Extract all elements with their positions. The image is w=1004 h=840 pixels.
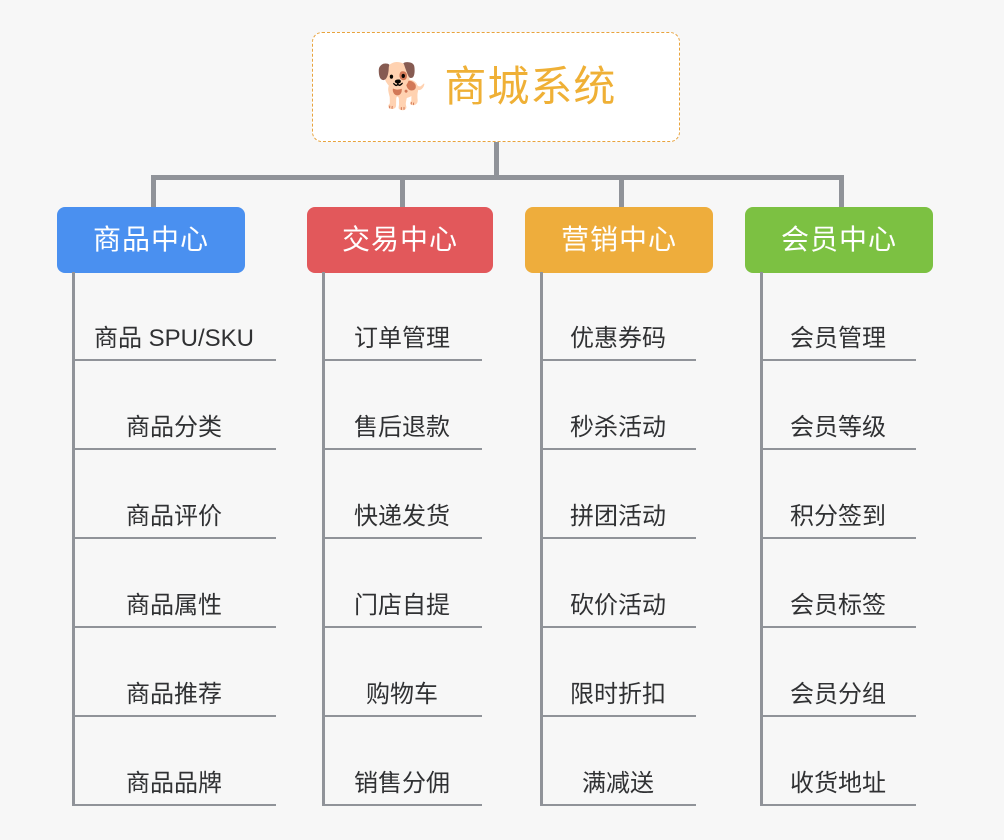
leaf-item-label: 售后退款 [354, 414, 450, 442]
category-label: 会员中心 [780, 224, 897, 255]
leaf-item[interactable]: 会员管理 [760, 272, 916, 361]
leaf-item[interactable]: 商品 SPU/SKU [72, 272, 276, 361]
category-box-4[interactable]: 会员中心 [745, 207, 933, 273]
branch-distribution-bar [151, 175, 844, 180]
leaf-item[interactable]: 优惠券码 [540, 272, 696, 361]
leaf-item[interactable]: 售后退款 [322, 361, 482, 450]
leaf-item-label: 订单管理 [354, 325, 450, 353]
leaf-item-label: 商品评价 [126, 503, 222, 531]
leaf-item-label: 快递发货 [354, 503, 450, 531]
root-title: 商城系统 [444, 63, 617, 110]
category-box-1[interactable]: 商品中心 [57, 207, 245, 273]
leaf-item[interactable]: 商品分类 [72, 361, 276, 450]
leaf-item-label: 商品品牌 [126, 770, 222, 798]
branch-drop-connector-1 [151, 175, 156, 207]
leaf-item[interactable]: 会员分组 [760, 628, 916, 717]
category-label: 交易中心 [341, 224, 458, 255]
category-box-2[interactable]: 交易中心 [307, 207, 493, 273]
leaf-item-label: 满减送 [582, 770, 654, 798]
leaf-item-label: 购物车 [366, 681, 438, 709]
leaf-item-label: 门店自提 [354, 592, 450, 620]
leaf-item[interactable]: 商品评价 [72, 450, 276, 539]
leaf-item-label: 商品分类 [126, 414, 222, 442]
category-box-3[interactable]: 营销中心 [525, 207, 713, 273]
leaf-item[interactable]: 会员等级 [760, 361, 916, 450]
leaf-column-4: 会员管理会员等级积分签到会员标签会员分组收货地址 [760, 272, 916, 806]
leaf-item-label: 商品 SPU/SKU [93, 325, 255, 353]
category-label: 商品中心 [92, 224, 209, 255]
leaf-item-label: 会员等级 [790, 414, 886, 442]
leaf-item[interactable]: 积分签到 [760, 450, 916, 539]
root-stem-connector [494, 142, 499, 180]
leaf-item[interactable]: 购物车 [322, 628, 482, 717]
leaf-item-label: 会员分组 [790, 681, 886, 709]
leaf-item-label: 会员标签 [790, 592, 886, 620]
leaf-item[interactable]: 订单管理 [322, 272, 482, 361]
leaf-item[interactable]: 收货地址 [760, 717, 916, 806]
leaf-item-label: 销售分佣 [354, 770, 450, 798]
leaf-item[interactable]: 限时折扣 [540, 628, 696, 717]
leaf-spine-connector [322, 272, 325, 806]
leaf-item-label: 砍价活动 [570, 592, 666, 620]
leaf-item-label: 收货地址 [790, 770, 886, 798]
leaf-item-label: 商品推荐 [126, 681, 222, 709]
leaf-item[interactable]: 商品品牌 [72, 717, 276, 806]
leaf-item-label: 限时折扣 [570, 681, 666, 709]
leaf-spine-connector [540, 272, 543, 806]
leaf-item[interactable]: 商品属性 [72, 539, 276, 628]
leaf-item[interactable]: 满减送 [540, 717, 696, 806]
leaf-item-label: 商品属性 [126, 592, 222, 620]
branch-drop-connector-2 [400, 175, 405, 207]
leaf-item[interactable]: 销售分佣 [322, 717, 482, 806]
leaf-item[interactable]: 快递发货 [322, 450, 482, 539]
leaf-item[interactable]: 砍价活动 [540, 539, 696, 628]
leaf-spine-connector [72, 272, 75, 806]
leaf-item-label: 拼团活动 [570, 503, 666, 531]
leaf-item[interactable]: 秒杀活动 [540, 361, 696, 450]
leaf-column-2: 订单管理售后退款快递发货门店自提购物车销售分佣 [322, 272, 482, 806]
branch-drop-connector-4 [839, 175, 844, 207]
leaf-column-3: 优惠券码秒杀活动拼团活动砍价活动限时折扣满减送 [540, 272, 696, 806]
leaf-item[interactable]: 拼团活动 [540, 450, 696, 539]
root-node[interactable]: 🐕 商城系统 [312, 32, 680, 142]
leaf-spine-connector [760, 272, 763, 806]
leaf-item-label: 会员管理 [790, 325, 886, 353]
leaf-item[interactable]: 门店自提 [322, 539, 482, 628]
leaf-column-1: 商品 SPU/SKU 商品分类商品评价商品属性商品推荐商品品牌 [72, 272, 276, 806]
leaf-item[interactable]: 会员标签 [760, 539, 916, 628]
leaf-item-label: 秒杀活动 [570, 414, 666, 442]
category-label: 营销中心 [560, 224, 677, 255]
shiba-dog-emoji-icon: 🐕 [375, 62, 431, 111]
leaf-item-label: 积分签到 [790, 503, 886, 531]
branch-drop-connector-3 [619, 175, 624, 207]
leaf-item-label: 优惠券码 [570, 325, 666, 353]
leaf-item[interactable]: 商品推荐 [72, 628, 276, 717]
